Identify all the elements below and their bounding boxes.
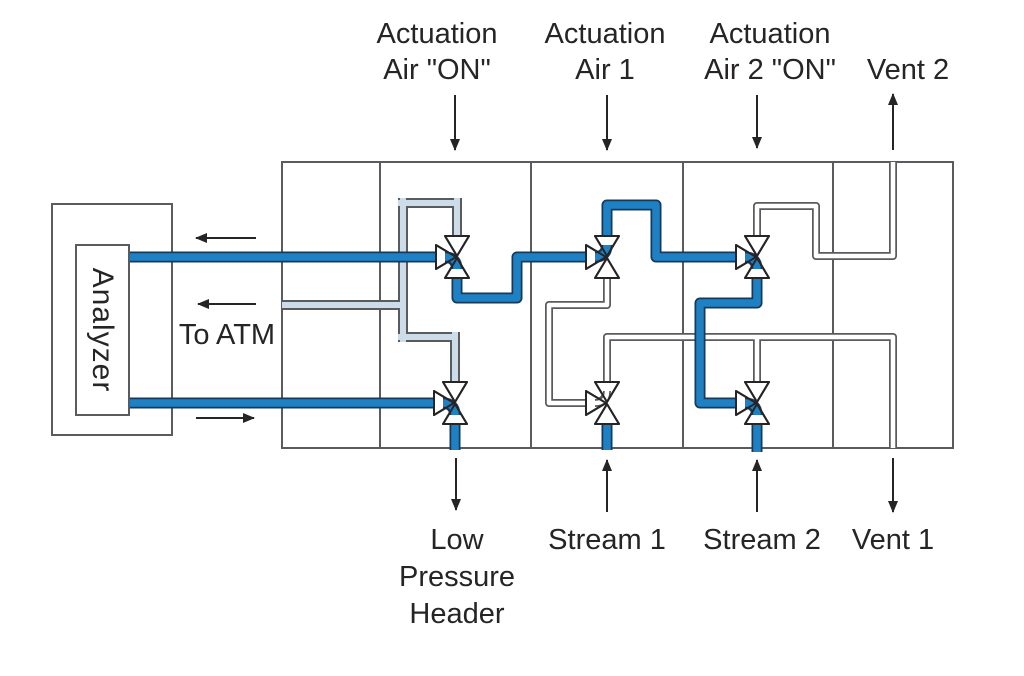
label-actuation-air-on: Actuation Air "ON" [377,16,498,88]
label-lph-line1: Low [430,524,484,556]
label-stream-2: Stream 2 [703,522,821,558]
label-analyzer: Analyzer [86,267,119,393]
label-actuation-air-1: Actuation Air 1 [545,16,666,88]
pipe-analyzer-to-lph [126,397,461,450]
label-actuation-air-2: Actuation Air 2 "ON" [704,16,836,88]
label-vent-1: Vent 1 [852,522,934,558]
label-vent-1-line1: Vent 1 [851,524,935,556]
label-lph-line3: Header [409,598,505,630]
label-stream-2-line1: Stream 2 [703,524,821,556]
label-to-atm: To ATM [178,319,276,351]
label-actuation-air-on-line1: Actuation [376,18,498,50]
label-actuation-air-1-line2: Air 1 [575,54,635,86]
analyzer-outer-box [51,203,173,436]
label-vent-2: Vent 2 [867,52,949,88]
label-actuation-air-on-line2: Air "ON" [383,54,491,86]
flow-arrows [195,93,898,513]
label-actuation-air-1-line1: Actuation [544,18,666,50]
label-low-pressure-header: Low Pressure Header [399,522,515,633]
label-actuation-air-2-line1: Actuation [709,18,831,50]
pipe-vent-2-network [753,162,897,260]
analyzer-inner-box [75,244,130,416]
label-stream-1: Stream 1 [548,522,666,558]
valve-elbow-overlays [442,244,763,416]
label-stream-1-line1: Stream 1 [548,524,666,556]
label-lph-line2: Pressure [398,561,516,593]
pipe-to-atm-network [282,198,462,392]
label-vent-2-line1: Vent 2 [866,54,950,86]
label-actuation-air-2-line2: Air 2 "ON" [704,54,836,86]
